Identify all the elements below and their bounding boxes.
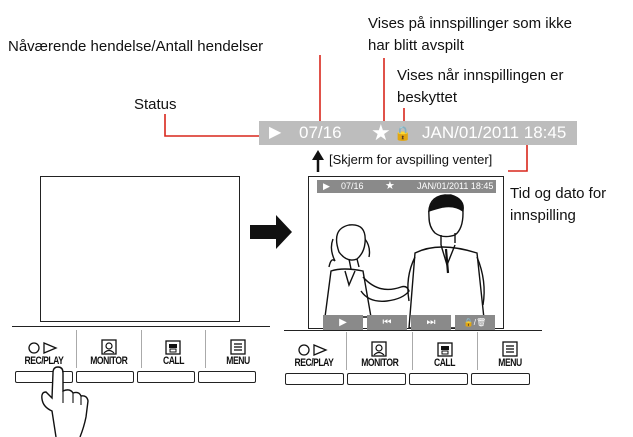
call-button[interactable]: CALL — [411, 332, 477, 370]
lock-icon: 🔒 — [394, 125, 412, 141]
menu-label: MENU — [498, 357, 522, 369]
call-label: CALL — [434, 357, 456, 369]
panel-divider — [12, 326, 270, 327]
hardware-key[interactable] — [198, 371, 256, 383]
mini-event-count: 07/16 — [341, 181, 364, 191]
mini-status-bar: ▶ 07/16 ★ JAN/01/2011 18:45 — [317, 180, 496, 193]
monitor-label: MONITOR — [360, 357, 399, 369]
right-button-row: REC/PLAY MONITOR CALL MENU — [282, 332, 542, 370]
up-arrow-icon — [312, 150, 324, 160]
menu-icon — [230, 339, 246, 355]
right-key-row — [285, 373, 530, 385]
hardware-key[interactable] — [137, 371, 195, 383]
protected-label-line1: Vises når innspillingen er — [397, 67, 564, 84]
unplayed-label-line2: har blitt avspilt — [368, 37, 464, 54]
current-event-label: Nåværende hendelse/Antall hendelser — [8, 38, 264, 55]
hardware-key[interactable] — [471, 373, 530, 385]
right-arrow-icon — [250, 215, 292, 249]
hardware-key[interactable] — [76, 371, 134, 383]
previous-control-icon[interactable]: ⏮ — [367, 315, 407, 330]
menu-button[interactable]: MENU — [476, 332, 542, 370]
play-control-icon[interactable]: ▶ — [323, 315, 363, 330]
monitor-button[interactable]: MONITOR — [346, 332, 411, 370]
rec-play-icon — [298, 344, 328, 356]
event-count: 07/16 — [299, 123, 342, 142]
mini-play-icon: ▶ — [323, 181, 330, 191]
status-bar: ▶ 07/16 ★ 🔒 JAN/01/2011 18:45 — [259, 121, 577, 145]
next-control-icon[interactable]: ⏭ — [411, 315, 451, 330]
menu-icon — [502, 341, 518, 357]
hardware-key[interactable] — [285, 373, 344, 385]
monitor-button[interactable]: MONITOR — [75, 330, 141, 368]
datetime-label-line2: innspilling — [510, 207, 576, 224]
hardware-key[interactable] — [409, 373, 468, 385]
datetime-label-line1: Tid og dato for — [510, 185, 607, 202]
rec-play-label: REC/PLAY — [24, 355, 64, 367]
protect-delete-control-icon[interactable]: 🔒/🗑 — [455, 315, 495, 330]
monitor-label: MONITOR — [90, 355, 128, 367]
protected-label-line2: beskyttet — [397, 89, 458, 106]
star-icon: ★ — [371, 120, 391, 145]
menu-button[interactable]: MENU — [205, 330, 270, 368]
datetime-callout-line — [508, 145, 528, 172]
mini-datetime: JAN/01/2011 18:45 — [417, 181, 494, 191]
panel-divider — [284, 330, 542, 331]
recording-datetime: JAN/01/2011 18:45 — [422, 123, 567, 142]
status-callout-line — [164, 114, 262, 137]
call-button[interactable]: CALL — [140, 330, 206, 368]
rec-play-button[interactable]: REC/PLAY — [12, 330, 76, 368]
left-button-row: REC/PLAY MONITOR CALL MENU — [12, 330, 270, 368]
mini-star-icon: ★ — [385, 180, 395, 192]
playback-wait-label: [Skjerm for avspilling venter] — [329, 152, 493, 167]
rec-play-icon — [28, 342, 58, 354]
monitor-icon — [371, 341, 388, 357]
call-label: CALL — [162, 355, 184, 367]
monitor-screen-blank — [40, 176, 240, 322]
play-icon: ▶ — [269, 124, 282, 141]
hardware-key[interactable] — [347, 373, 406, 385]
playback-controls: ▶ ⏮ ⏭ 🔒/🗑 — [323, 315, 495, 330]
monitor-screen-playback — [308, 176, 504, 329]
status-label: Status — [134, 96, 177, 113]
call-icon — [165, 340, 182, 355]
rec-play-button[interactable]: REC/PLAY — [282, 332, 346, 370]
monitor-icon — [100, 339, 117, 355]
menu-label: MENU — [226, 355, 250, 367]
finger-icon — [41, 366, 89, 437]
visitor-illustration — [324, 194, 486, 328]
rec-play-label: REC/PLAY — [294, 357, 334, 369]
unplayed-label-line1: Vises på innspillinger som ikke — [368, 15, 572, 32]
call-icon — [436, 342, 453, 357]
